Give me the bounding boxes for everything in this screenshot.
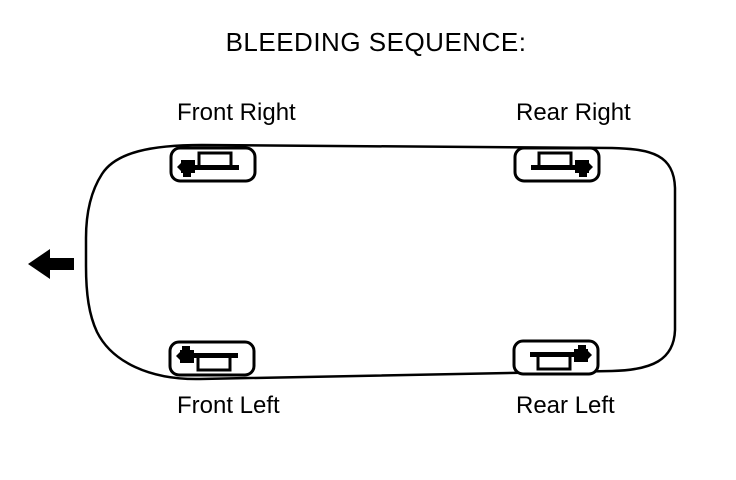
wheel-label-front-left: Front Left <box>177 392 280 419</box>
wheel-front-left <box>170 342 254 375</box>
left-arrow-icon <box>28 249 74 279</box>
wheel-front-right <box>171 148 255 181</box>
wheel-rear-right <box>515 148 599 181</box>
brake-caliper-bleeder-icon <box>515 148 599 181</box>
brake-caliper-bleeder-icon <box>171 148 255 181</box>
wheel-rear-left <box>514 341 598 374</box>
wheel-label-rear-left: Rear Left <box>516 392 615 419</box>
brake-caliper-bleeder-icon <box>170 342 254 375</box>
page-title: BLEEDING SEQUENCE: <box>225 27 527 57</box>
wheel-label-rear-right: Rear Right <box>516 99 631 126</box>
car-body-outline <box>84 143 677 381</box>
brake-caliper-bleeder-icon <box>514 341 598 374</box>
wheel-label-front-right: Front Right <box>177 99 296 126</box>
